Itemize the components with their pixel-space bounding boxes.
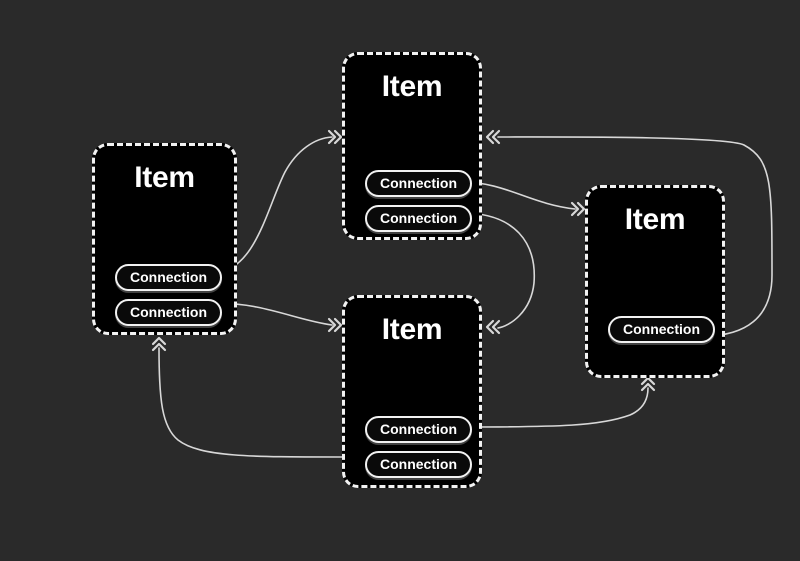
connection-port-list: Connection	[608, 316, 715, 344]
connection-port[interactable]: Connection	[365, 205, 472, 233]
connection-port[interactable]: Connection	[115, 299, 222, 327]
arrowhead-chevron-icon	[151, 336, 167, 352]
node-title: Item	[134, 161, 195, 194]
node-title: Item	[381, 70, 443, 103]
connection-edge[interactable]	[158, 347, 343, 458]
arrowhead-chevron-icon	[485, 129, 501, 145]
connection-port[interactable]: Connection	[365, 170, 472, 198]
arrowhead-chevron-icon	[327, 317, 343, 333]
arrowhead-chevron-icon	[640, 376, 656, 392]
connection-port[interactable]: Connection	[608, 316, 715, 344]
arrowhead-chevron-icon	[327, 129, 343, 145]
arrowhead-chevron-icon	[570, 201, 586, 217]
connection-edge[interactable]	[461, 387, 649, 428]
node-title: Item	[381, 313, 443, 346]
arrowhead-chevron-icon	[485, 319, 501, 335]
connection-port[interactable]: Connection	[365, 451, 472, 479]
connection-port[interactable]: Connection	[115, 264, 222, 292]
connection-port[interactable]: Connection	[365, 416, 472, 444]
node-title: Item	[624, 203, 686, 236]
